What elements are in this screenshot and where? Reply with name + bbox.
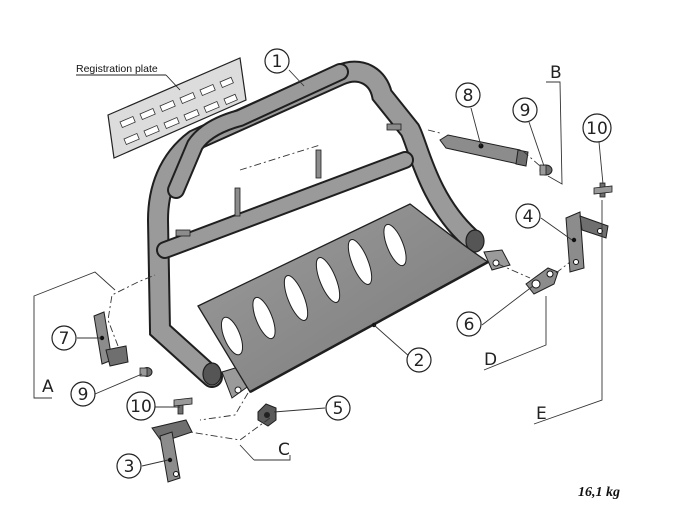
callout-10-left-number: 10 xyxy=(130,397,152,417)
callout-circle-9-left xyxy=(70,381,96,407)
callout-circle-6 xyxy=(456,311,482,337)
callout-1-number: 1 xyxy=(272,52,283,72)
callout-5-number: 5 xyxy=(333,399,344,419)
callout-circle-2 xyxy=(406,347,432,373)
bracket-part-3 xyxy=(151,419,193,483)
nut-part-5 xyxy=(257,403,277,427)
callout-circle-10-right xyxy=(582,113,612,143)
callout-4-number: 4 xyxy=(523,207,534,227)
bracket-part-7 xyxy=(93,311,129,367)
callout-6-number: 6 xyxy=(464,315,475,335)
section-letter-e: E xyxy=(536,404,547,424)
callout-3-number: 3 xyxy=(124,457,135,477)
callout-7-number: 7 xyxy=(59,329,70,349)
bracket-part-4 xyxy=(565,211,609,273)
callout-2-number: 2 xyxy=(414,351,425,371)
bolt-part-10-right xyxy=(593,182,613,198)
bolt-part-9-right xyxy=(539,164,553,176)
registration-plate-label: Registration plate xyxy=(76,63,158,75)
registration-plate xyxy=(107,57,247,159)
section-reference-lines xyxy=(33,81,603,461)
bolt-part-9-left xyxy=(139,367,153,377)
section-letter-b: B xyxy=(550,63,562,83)
bullbar-frame xyxy=(146,60,511,399)
callout-circle-10-left xyxy=(126,391,156,421)
callout-circle-3 xyxy=(116,453,142,479)
section-letter-a: A xyxy=(42,377,54,397)
callout-circle-5 xyxy=(325,395,351,421)
callout-10-right-number: 10 xyxy=(586,119,608,139)
callout-circle-8 xyxy=(455,82,481,108)
section-letter-d: D xyxy=(484,350,497,370)
assembly-lines xyxy=(107,129,571,441)
callout-8-number: 8 xyxy=(463,86,474,106)
callout-9-right-number: 9 xyxy=(520,101,531,121)
callout-circle-7 xyxy=(51,325,77,351)
callout-circles xyxy=(51,48,612,479)
bracket-part-8 xyxy=(439,134,529,167)
skid-plate xyxy=(197,203,490,394)
bolt-part-10-left xyxy=(173,397,193,415)
leader-lines xyxy=(77,69,604,467)
callout-9-left-number: 9 xyxy=(78,385,89,405)
callout-circle-9-right xyxy=(512,97,538,123)
callout-circle-1 xyxy=(264,48,290,74)
weight-label: 16,1 kg xyxy=(578,485,620,500)
callout-circle-4 xyxy=(515,203,541,229)
section-letter-c: C xyxy=(278,440,290,460)
plate-leader xyxy=(165,74,181,91)
bracket-part-6 xyxy=(525,267,559,295)
